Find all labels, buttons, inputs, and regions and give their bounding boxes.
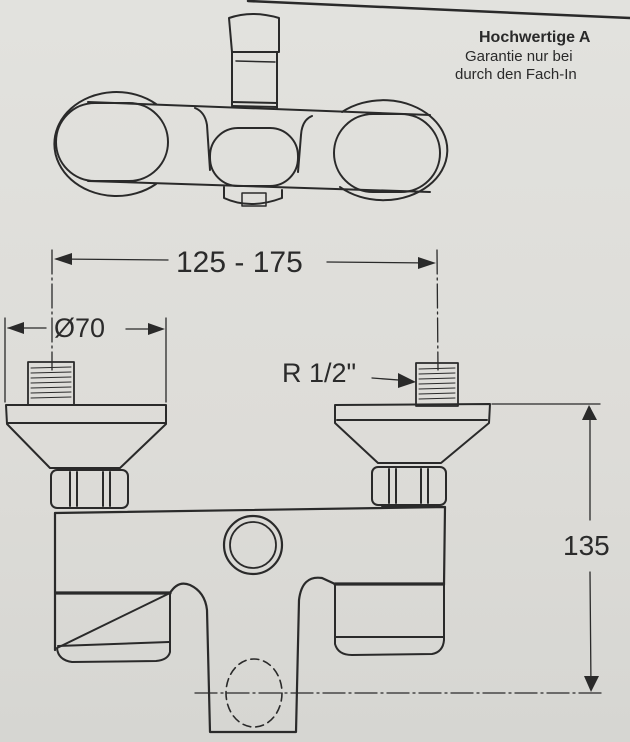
diverter-knob xyxy=(228,13,280,109)
top-view xyxy=(53,13,449,207)
paper-edge xyxy=(246,0,630,20)
note-title: Hochwertige A xyxy=(479,29,591,46)
note-line-2: durch den Fach-In xyxy=(455,66,577,83)
right-rosette-outline xyxy=(339,99,449,202)
dimension-thread-size: R 1/2" xyxy=(282,358,357,388)
center-oval xyxy=(209,127,299,187)
right-rosette xyxy=(334,403,491,464)
front-view xyxy=(5,361,491,734)
left-handle-cap xyxy=(56,592,171,663)
warranty-note: Hochwertige A Garantie nur bei durch den… xyxy=(455,28,630,84)
dimension-rosette-diameter: Ø70 xyxy=(54,313,106,343)
left-rosette xyxy=(5,404,167,469)
hidden-outlet-circle xyxy=(225,658,283,728)
left-thread-connector xyxy=(27,361,75,406)
spout-outlet xyxy=(168,576,337,734)
right-handle-cap xyxy=(334,583,445,656)
dimension-height: 135 xyxy=(563,530,610,561)
left-rosette-outline xyxy=(53,91,157,197)
diverter-button xyxy=(222,514,284,576)
note-line-1: Garantie nur bei xyxy=(465,48,573,65)
right-handle xyxy=(333,113,441,193)
dimension-connection-spacing: 125 - 175 xyxy=(176,246,303,279)
mixer-body xyxy=(53,505,447,587)
right-nut xyxy=(371,466,447,506)
dimension-lines xyxy=(4,249,604,694)
left-handle xyxy=(55,102,169,182)
left-nut xyxy=(50,469,129,509)
right-thread-connector xyxy=(415,362,459,407)
